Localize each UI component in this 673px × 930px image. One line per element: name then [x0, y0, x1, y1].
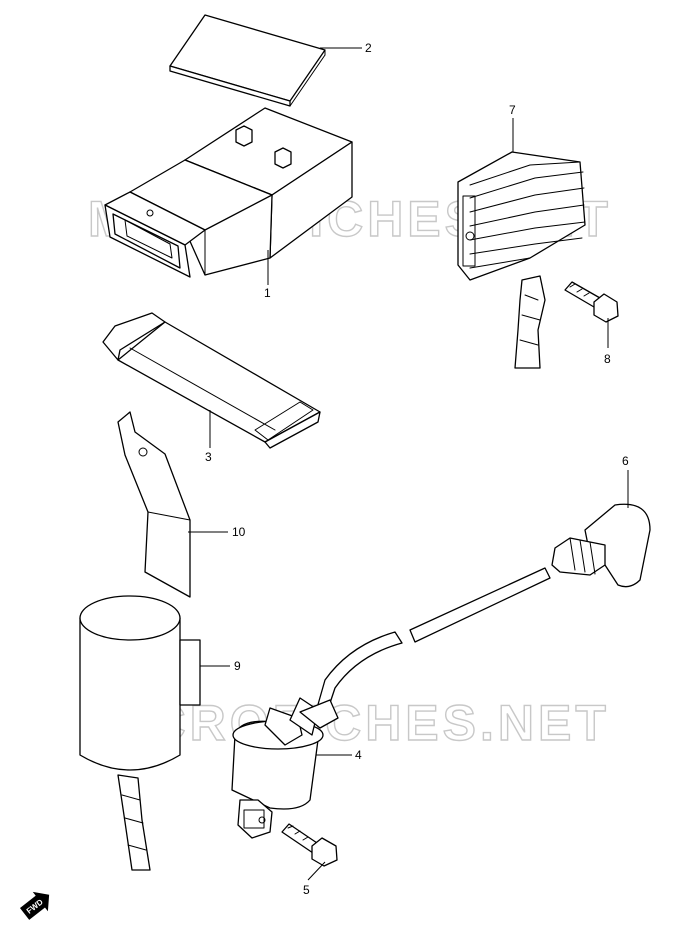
callout-6: 6 [622, 454, 629, 468]
part-9-cdi-unit [79, 595, 201, 871]
callout-1: 1 [264, 286, 271, 300]
part-5-bolt [281, 823, 338, 867]
callout-7: 7 [509, 103, 516, 117]
callout-3: 3 [205, 450, 212, 464]
part-2-pad [169, 14, 326, 107]
part-6-plug-cap [551, 503, 651, 588]
part-8-bolt [564, 281, 619, 323]
callout-4: 4 [355, 748, 362, 762]
callout-9: 9 [234, 659, 241, 673]
part-4-ignition-coil [231, 697, 339, 839]
callout-2: 2 [365, 41, 372, 55]
forward-arrow-icon: FWD [19, 891, 50, 920]
part-7-regulator [457, 151, 586, 369]
leader-lines [188, 47, 629, 881]
part-3-strap [102, 312, 321, 449]
callout-10: 10 [232, 525, 246, 539]
callout-8: 8 [604, 352, 611, 366]
part-1-connector-box [104, 107, 353, 278]
part-10-plate [117, 411, 191, 598]
callout-5: 5 [303, 883, 310, 897]
